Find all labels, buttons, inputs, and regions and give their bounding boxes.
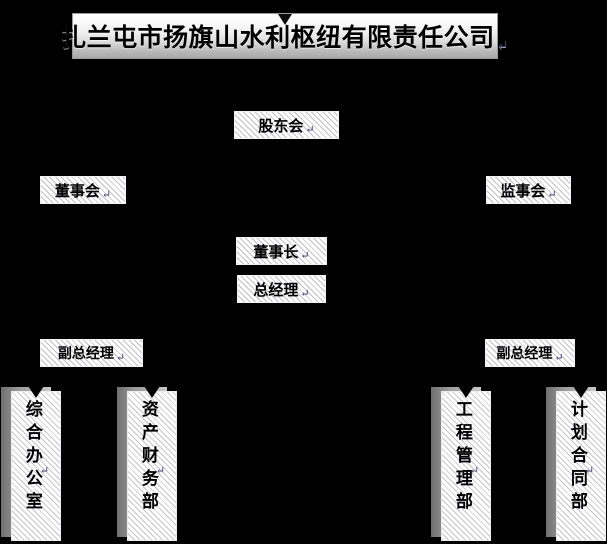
node-general-manager: 总经理 ↵ — [237, 275, 326, 303]
department-face: 综合办公室 ↵ — [11, 391, 61, 541]
title-notch-icon — [278, 14, 292, 25]
pilcrow-mark: ↵ — [496, 38, 509, 54]
pilcrow-mark: ↵ — [305, 123, 315, 136]
pilcrow-mark: ↵ — [300, 287, 310, 300]
pilcrow-mark: ↵ — [155, 463, 166, 477]
department-box: 工程管理部 ↵ — [431, 386, 491, 541]
node-board-of-supervisors: 监事会 ↵ — [486, 176, 571, 204]
company-title-box: 扎兰屯市扬旗山水利枢纽有限责任公司 ↵ — [61, 13, 508, 59]
pilcrow-mark: ↵ — [101, 188, 112, 201]
node-label: 董事长 — [253, 242, 299, 261]
pilcrow-mark: ↵ — [39, 463, 50, 477]
node-deputy-general-manager-left: 副总经理 ↵ — [40, 339, 143, 367]
department-label: 计划合同部 — [566, 400, 587, 515]
node-shareholders-meeting: 股东会 ↵ — [234, 111, 339, 139]
node-chairman: 董事长 ↵ — [236, 237, 327, 265]
node-board-of-directors: 董事会 ↵ — [40, 176, 126, 204]
node-label: 副总经理 — [496, 346, 553, 362]
department-notch-icon — [573, 386, 589, 398]
department-label: 资产财务部 — [137, 400, 158, 515]
department-face: 资产财务部 ↵ — [127, 391, 177, 541]
department-face: 工程管理部 ↵ — [441, 391, 491, 541]
company-title-text: 扎兰屯市扬旗山水利枢纽有限责任公司 — [61, 23, 495, 52]
department-label: 综合办公室 — [21, 400, 42, 515]
department-notch-icon — [28, 386, 44, 398]
pilcrow-mark: ↵ — [469, 463, 480, 477]
department-label: 工程管理部 — [451, 400, 472, 515]
department-box: 综合办公室 ↵ — [1, 386, 61, 541]
department-notch-icon — [458, 386, 474, 398]
node-label: 总经理 — [253, 280, 299, 299]
department-face: 计划合同部 ↵ — [556, 391, 606, 541]
node-label: 股东会 — [258, 116, 304, 135]
node-deputy-general-manager-right: 副总经理 ↵ — [485, 339, 575, 367]
node-label: 董事会 — [54, 181, 100, 200]
department-box: 资产财务部 ↵ — [117, 386, 177, 541]
pilcrow-mark: ↵ — [547, 188, 557, 201]
pilcrow-mark: ↵ — [115, 351, 126, 364]
pilcrow-mark: ↵ — [300, 249, 310, 262]
pilcrow-mark: ↵ — [584, 463, 595, 477]
pilcrow-mark: ↵ — [554, 351, 564, 364]
department-box: 计划合同部 ↵ — [546, 386, 606, 541]
node-label: 监事会 — [500, 181, 546, 200]
node-label: 副总经理 — [57, 346, 114, 362]
department-notch-icon — [144, 386, 160, 398]
